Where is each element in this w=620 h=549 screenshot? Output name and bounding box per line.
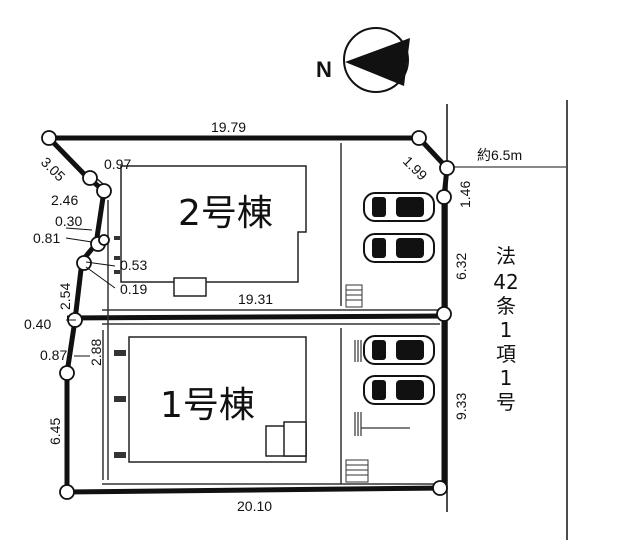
- dim-030: 0.30: [55, 213, 82, 229]
- step-marks: [114, 236, 126, 458]
- dim-middle: 19.31: [238, 291, 273, 307]
- dim-right-small: 1.46: [457, 181, 473, 208]
- dim-corner-tl: 3.05: [38, 154, 69, 185]
- north-compass: N: [316, 27, 410, 93]
- dim-087: 0.87: [40, 347, 67, 363]
- road-label-char: 42: [493, 270, 518, 294]
- survey-points: [41, 130, 455, 500]
- stairs-icon: [345, 459, 369, 483]
- building-2-label: 2号棟: [178, 193, 273, 234]
- parking-hatch: [354, 340, 410, 436]
- road-label-char: 項: [496, 342, 516, 366]
- dim-288: 2.88: [88, 339, 104, 366]
- road-label-char: 法: [496, 244, 516, 268]
- dim-053: 0.53: [120, 257, 147, 273]
- dim-097: 0.97: [104, 156, 131, 172]
- building-2: [120, 165, 307, 297]
- dim-645: 6.45: [47, 418, 63, 445]
- car-icon: [363, 192, 435, 222]
- dim-081: 0.81: [33, 230, 60, 246]
- entrance-icon: [173, 277, 207, 297]
- dim-246: 2.46: [51, 192, 78, 208]
- stairs-icon: [345, 284, 363, 308]
- dim-bottom: 20.10: [237, 498, 272, 514]
- dim-040: 0.40: [24, 316, 51, 332]
- dim-019: 0.19: [120, 281, 147, 297]
- road-label-char: 号: [496, 390, 516, 414]
- car-icon: [363, 375, 435, 405]
- leader-lines: [65, 227, 116, 357]
- dim-corner-tr: 1.99: [400, 153, 431, 184]
- road-label-char: 1: [500, 318, 513, 342]
- dim-top: 19.79: [211, 119, 246, 135]
- dim-right-lower: 9.33: [453, 393, 469, 420]
- building-1-label: 1号棟: [160, 385, 255, 426]
- dim-254: 2.54: [57, 283, 73, 310]
- road-label-char: 条: [496, 294, 516, 318]
- compass-label: N: [316, 57, 332, 82]
- car-icon: [363, 335, 435, 365]
- car-icon: [363, 233, 435, 263]
- inner-lines: [95, 143, 440, 485]
- dim-road-width: 約6.5m: [477, 147, 522, 163]
- dim-right-upper: 6.32: [453, 253, 469, 280]
- road-label-char: 1: [500, 366, 513, 390]
- building-1: [128, 336, 307, 463]
- road-label: 法 42 条 1 項 1 号: [493, 244, 518, 414]
- compass-needle-icon: [345, 38, 410, 86]
